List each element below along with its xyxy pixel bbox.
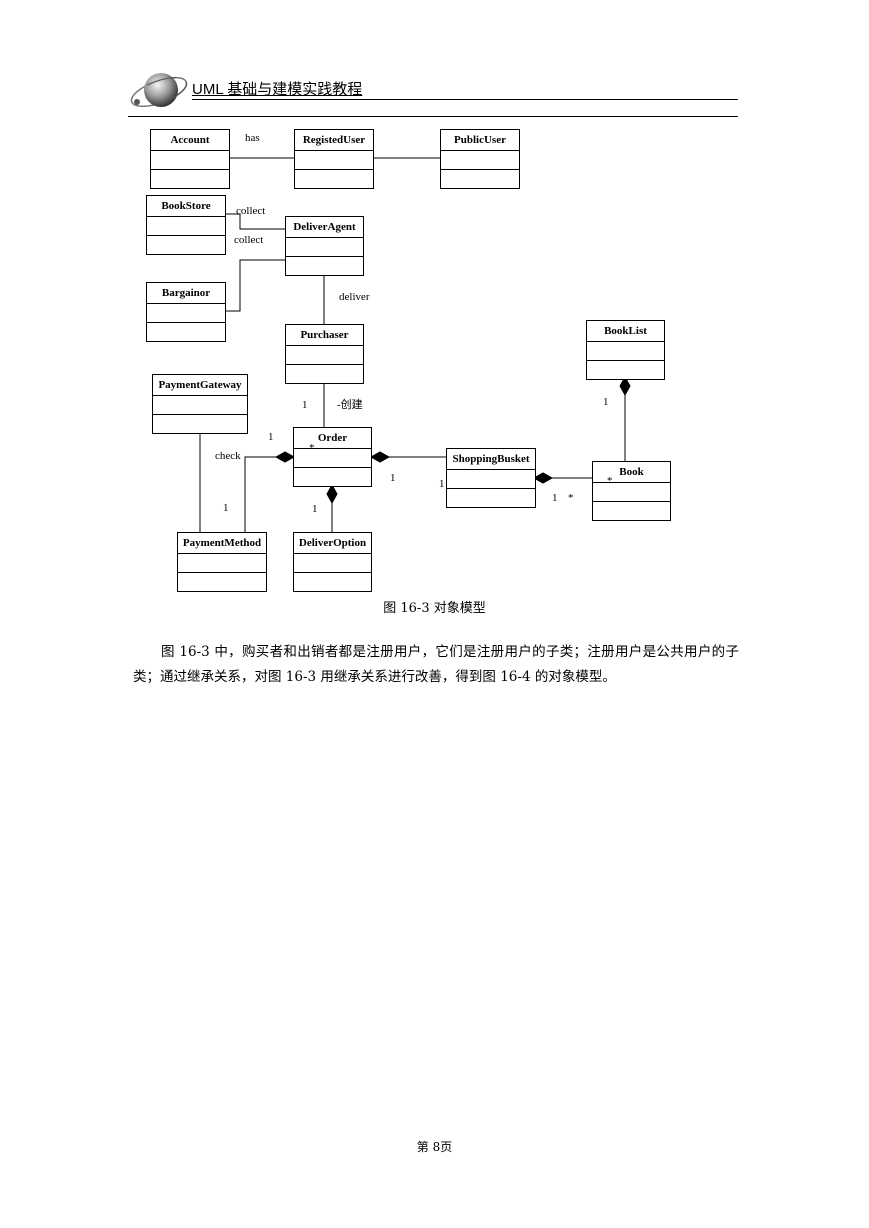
page-number: 第 8页	[416, 1140, 453, 1154]
header-rule-full	[128, 116, 738, 117]
label-order-top-mult: 1	[268, 431, 274, 443]
composition-diamond-order-right	[369, 451, 391, 463]
label-has: has	[245, 132, 260, 144]
composition-diamond-order-left	[274, 451, 296, 463]
globe-logo-icon	[130, 73, 188, 108]
class-name: Bargainor	[147, 283, 225, 304]
label-payment-mult: 1	[223, 502, 229, 514]
label-book-star-right: *	[568, 492, 574, 504]
class-payment-gateway: PaymentGateway	[152, 374, 248, 434]
paragraph: 图 16-3 中，购买者和出销者都是注册用户，它们是注册用户的子类；注册用户是公…	[133, 644, 739, 685]
page-header: UML 基础与建模实践教程	[128, 64, 738, 118]
class-name: Book	[593, 462, 670, 483]
class-book-store: BookStore	[146, 195, 226, 255]
class-account: Account	[150, 129, 230, 189]
class-name: PaymentGateway	[153, 375, 247, 396]
class-order: Order	[293, 427, 372, 487]
body-text: 图 16-3 中，购买者和出销者都是注册用户，它们是注册用户的子类；注册用户是公…	[133, 640, 739, 690]
composition-diamond-busket	[532, 472, 554, 484]
class-name: Order	[294, 428, 371, 449]
label-busket-left-mult: 1	[439, 478, 445, 490]
composition-diamond-order-bottom	[326, 483, 338, 505]
class-name: DeliverAgent	[286, 217, 363, 238]
class-deliver-option: DeliverOption	[293, 532, 372, 592]
label-purchaser-order-mult: 1	[302, 399, 308, 411]
class-name: BookList	[587, 321, 664, 342]
assoc-bookstore-deliveragent	[225, 213, 285, 230]
label-create: -创建	[337, 399, 363, 411]
assoc-bargainor-deliveragent	[225, 259, 285, 312]
class-name: ShoppingBusket	[447, 449, 535, 470]
label-collect-1: collect	[236, 205, 266, 217]
label-deliver-option-mult: 1	[312, 503, 318, 515]
class-public-user: PublicUser	[440, 129, 520, 189]
class-name: PaymentMethod	[178, 533, 266, 554]
label-collect-2: collect	[234, 234, 264, 246]
composition-diamond-booklist	[619, 375, 631, 397]
label-order-star: *	[309, 442, 315, 454]
label-check: check	[215, 450, 241, 462]
class-name: Account	[151, 130, 229, 151]
diagram-connectors	[199, 157, 631, 532]
class-name: BookStore	[147, 196, 225, 217]
class-payment-method: PaymentMethod	[177, 532, 267, 592]
class-book: Book	[592, 461, 671, 521]
class-name: Purchaser	[286, 325, 363, 346]
assoc-order-method	[244, 456, 276, 532]
label-busket-right-mult: 1	[552, 492, 558, 504]
label-order-right-mult: 1	[390, 472, 396, 484]
header-title: UML 基础与建模实践教程	[192, 81, 363, 98]
class-name: DeliverOption	[294, 533, 371, 554]
label-book-star: *	[607, 475, 613, 487]
class-shopping-busket: ShoppingBusket	[446, 448, 536, 508]
class-name: RegistedUser	[295, 130, 373, 151]
figure-caption: 图 16-3 对象模型	[383, 601, 486, 616]
class-registed-user: RegistedUser	[294, 129, 374, 189]
header-rule	[192, 99, 738, 100]
class-book-list: BookList	[586, 320, 665, 380]
label-book-list-mult: 1	[603, 396, 609, 408]
class-bargainor: Bargainor	[146, 282, 226, 342]
class-purchaser: Purchaser	[285, 324, 364, 384]
label-deliver: deliver	[339, 291, 370, 303]
class-deliver-agent: DeliverAgent	[285, 216, 364, 276]
class-name: PublicUser	[441, 130, 519, 151]
